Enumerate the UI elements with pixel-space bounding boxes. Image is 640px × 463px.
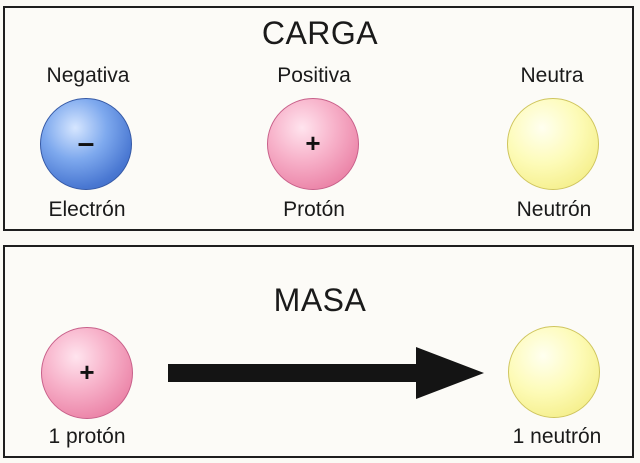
proton-charge-label: Positiva bbox=[277, 64, 351, 87]
plus-sign: + bbox=[305, 127, 321, 158]
arrow-shape bbox=[168, 347, 484, 399]
proton-name: Protón bbox=[283, 198, 345, 221]
minus-sign: – bbox=[77, 126, 95, 160]
masa-title: MASA bbox=[273, 282, 367, 318]
neutron-name: Neutrón bbox=[516, 198, 592, 221]
proton-sphere: + bbox=[267, 98, 359, 190]
neutron-charge-label: Neutra bbox=[520, 64, 584, 87]
electron-sphere: – bbox=[40, 98, 132, 190]
masa-proton-sphere: + bbox=[41, 327, 133, 419]
masa-proton-label: 1 protón bbox=[48, 425, 126, 448]
masa-neutron-sphere bbox=[508, 326, 600, 418]
arrow-right-icon bbox=[168, 347, 484, 399]
electron-charge-label: Negativa bbox=[46, 64, 130, 87]
neutron-sphere bbox=[507, 98, 599, 190]
electron-name: Electrón bbox=[48, 198, 126, 221]
plus-sign: + bbox=[79, 356, 95, 387]
carga-title: CARGA bbox=[261, 15, 379, 51]
masa-neutron-label: 1 neutrón bbox=[512, 425, 602, 448]
